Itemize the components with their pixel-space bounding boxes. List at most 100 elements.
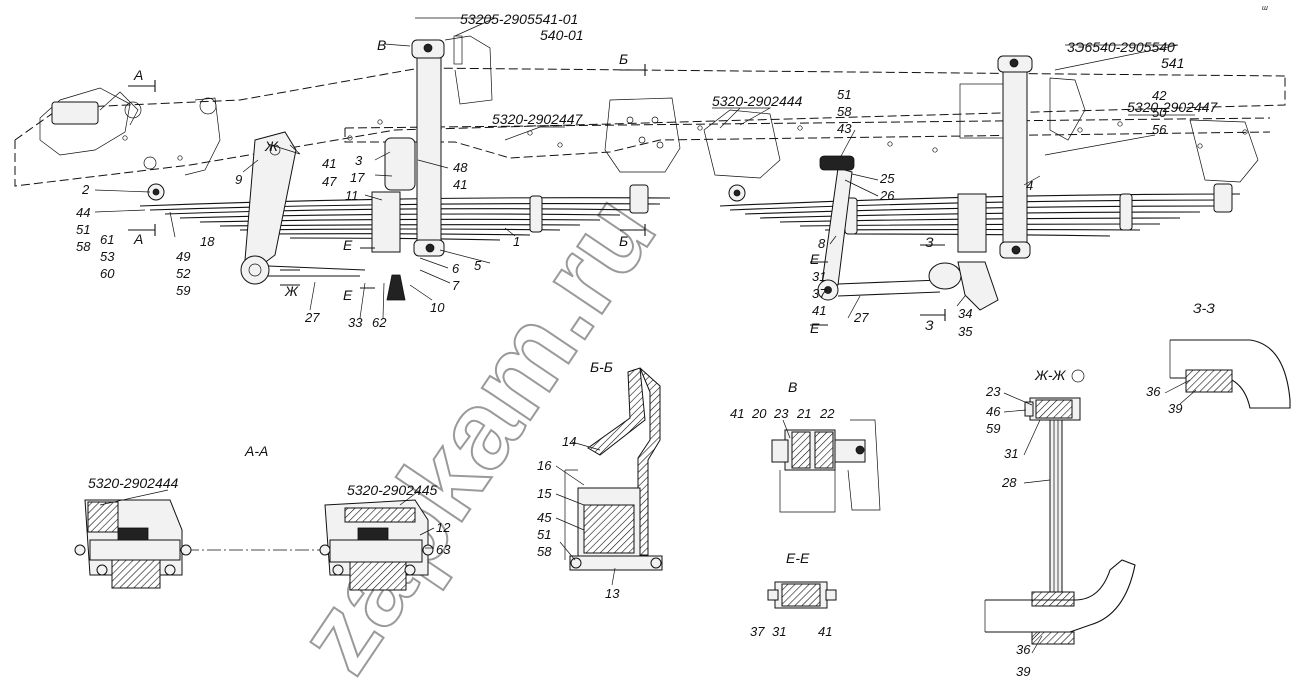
callout-42: 42 <box>1152 88 1167 103</box>
callout-41-a: 41 <box>322 156 336 171</box>
callout-15: 15 <box>537 486 552 501</box>
callout-43: 43 <box>837 121 852 136</box>
callout-31-c: 31 <box>1004 446 1018 461</box>
callout-36-a: 36 <box>1016 642 1031 657</box>
callout-28: 28 <box>1001 475 1017 490</box>
section-v <box>771 419 881 513</box>
section-indicators <box>128 43 946 326</box>
callout-9: 9 <box>235 172 242 187</box>
part-number-bracket-c: 5320-2902447 <box>1127 99 1219 115</box>
section-mark-e-rear-top: Е <box>810 251 820 267</box>
callout-11: 11 <box>345 188 359 203</box>
callout-52: 52 <box>176 266 191 281</box>
callout-41-d: 41 <box>730 406 744 421</box>
callout-31-a: 31 <box>812 269 826 284</box>
frame-side-member <box>14 67 1286 201</box>
part-number-shock-rear-alt: 541 <box>1161 55 1184 71</box>
callout-44: 44 <box>76 205 90 220</box>
callout-5: 5 <box>474 258 482 273</box>
section-ee <box>767 581 837 609</box>
section-aa <box>74 499 434 591</box>
callout-14: 14 <box>562 434 576 449</box>
section-mark-z-bottom: З <box>925 317 934 333</box>
callout-37-a: 37 <box>812 286 827 301</box>
section-mark-zh-top: Ж <box>264 138 279 154</box>
callout-48: 48 <box>453 160 468 175</box>
callout-41-b: 41 <box>453 177 467 192</box>
shock-absorber-rear <box>997 55 1033 259</box>
shock-absorber-front <box>411 35 493 257</box>
section-mark-z-top: З <box>925 234 934 250</box>
section-title-bb: Б-Б <box>590 359 613 375</box>
callout-51-b: 51 <box>837 87 851 102</box>
callout-35: 35 <box>958 324 973 339</box>
callout-25: 25 <box>879 171 895 186</box>
callout-59-b: 59 <box>986 421 1000 436</box>
callout-59: 59 <box>176 283 190 298</box>
leaf-spring-rear <box>719 184 1241 253</box>
callout-33: 33 <box>348 315 363 330</box>
section-title-zz: З-З <box>1193 300 1215 316</box>
section-mark-a-top: А <box>133 67 143 83</box>
callout-26: 26 <box>879 188 895 203</box>
stabilizer-rear <box>817 155 999 311</box>
callout-21: 21 <box>796 406 811 421</box>
callout-10: 10 <box>430 300 445 315</box>
part-number-aa-left: 5320-2902444 <box>88 475 179 491</box>
callout-41-c: 41 <box>812 303 826 318</box>
part-number-aa-right: 5320-2902445 <box>347 482 438 498</box>
callout-8: 8 <box>818 236 826 251</box>
section-mark-zh-bottom: Ж <box>284 283 299 299</box>
callout-51-c: 51 <box>537 527 551 542</box>
section-mark-e-rear-bottom: Е <box>810 320 820 336</box>
callout-23-b: 23 <box>985 384 1001 399</box>
callout-49: 49 <box>176 249 190 264</box>
callout-53: 53 <box>100 249 115 264</box>
callout-60: 60 <box>100 266 115 281</box>
callout-39-a: 39 <box>1016 664 1030 679</box>
frame-holes <box>122 119 1248 161</box>
section-title-aa: А-А <box>244 443 268 459</box>
callout-50: 50 <box>1152 105 1167 120</box>
part-number-bracket-b: 5320-2902444 <box>712 93 803 109</box>
section-mark-a-bottom: А <box>133 231 143 247</box>
callout-23-a: 23 <box>773 406 789 421</box>
callout-7: 7 <box>452 278 460 293</box>
callout-36-b: 36 <box>1146 384 1161 399</box>
callout-27-a: 27 <box>304 310 320 325</box>
callout-41-e: 41 <box>818 624 832 639</box>
spring-brackets <box>604 77 1259 214</box>
callout-56: 56 <box>1152 122 1167 137</box>
stabilizer-front <box>240 131 416 301</box>
callout-22: 22 <box>819 406 835 421</box>
callout-3-a: 3 <box>355 153 363 168</box>
callout-58-b: 58 <box>837 104 852 119</box>
section-mark-e-front-bottom: Е <box>343 287 353 303</box>
callout-2: 2 <box>81 182 90 197</box>
section-zz <box>1169 339 1291 409</box>
section-bb <box>564 367 663 571</box>
callout-47: 47 <box>322 174 337 189</box>
section-mark-b-top: Б <box>619 51 628 67</box>
callout-31-b: 31 <box>772 624 786 639</box>
section-zhzh <box>984 369 1136 645</box>
callout-1: 1 <box>513 234 520 249</box>
leader-lines <box>94 17 1197 654</box>
callout-51: 51 <box>76 222 90 237</box>
callout-17: 17 <box>350 170 365 185</box>
callout-27-b: 27 <box>853 310 869 325</box>
section-mark-b-bottom: Б <box>619 233 628 249</box>
callout-58: 58 <box>76 239 91 254</box>
callout-46: 46 <box>986 404 1001 419</box>
callout-45: 45 <box>537 510 552 525</box>
callout-62: 62 <box>372 315 387 330</box>
callout-18: 18 <box>200 234 215 249</box>
callout-58-c: 58 <box>537 544 552 559</box>
section-mark-e-front-top: Е <box>343 237 353 253</box>
callout-61: 61 <box>100 232 114 247</box>
part-number-shock-front: 53205-2905541-01 <box>460 11 578 27</box>
part-number-bracket-a: 5320-2902447 <box>492 111 584 127</box>
callout-37-b: 37 <box>750 624 765 639</box>
callout-4: 4 <box>1026 178 1033 193</box>
